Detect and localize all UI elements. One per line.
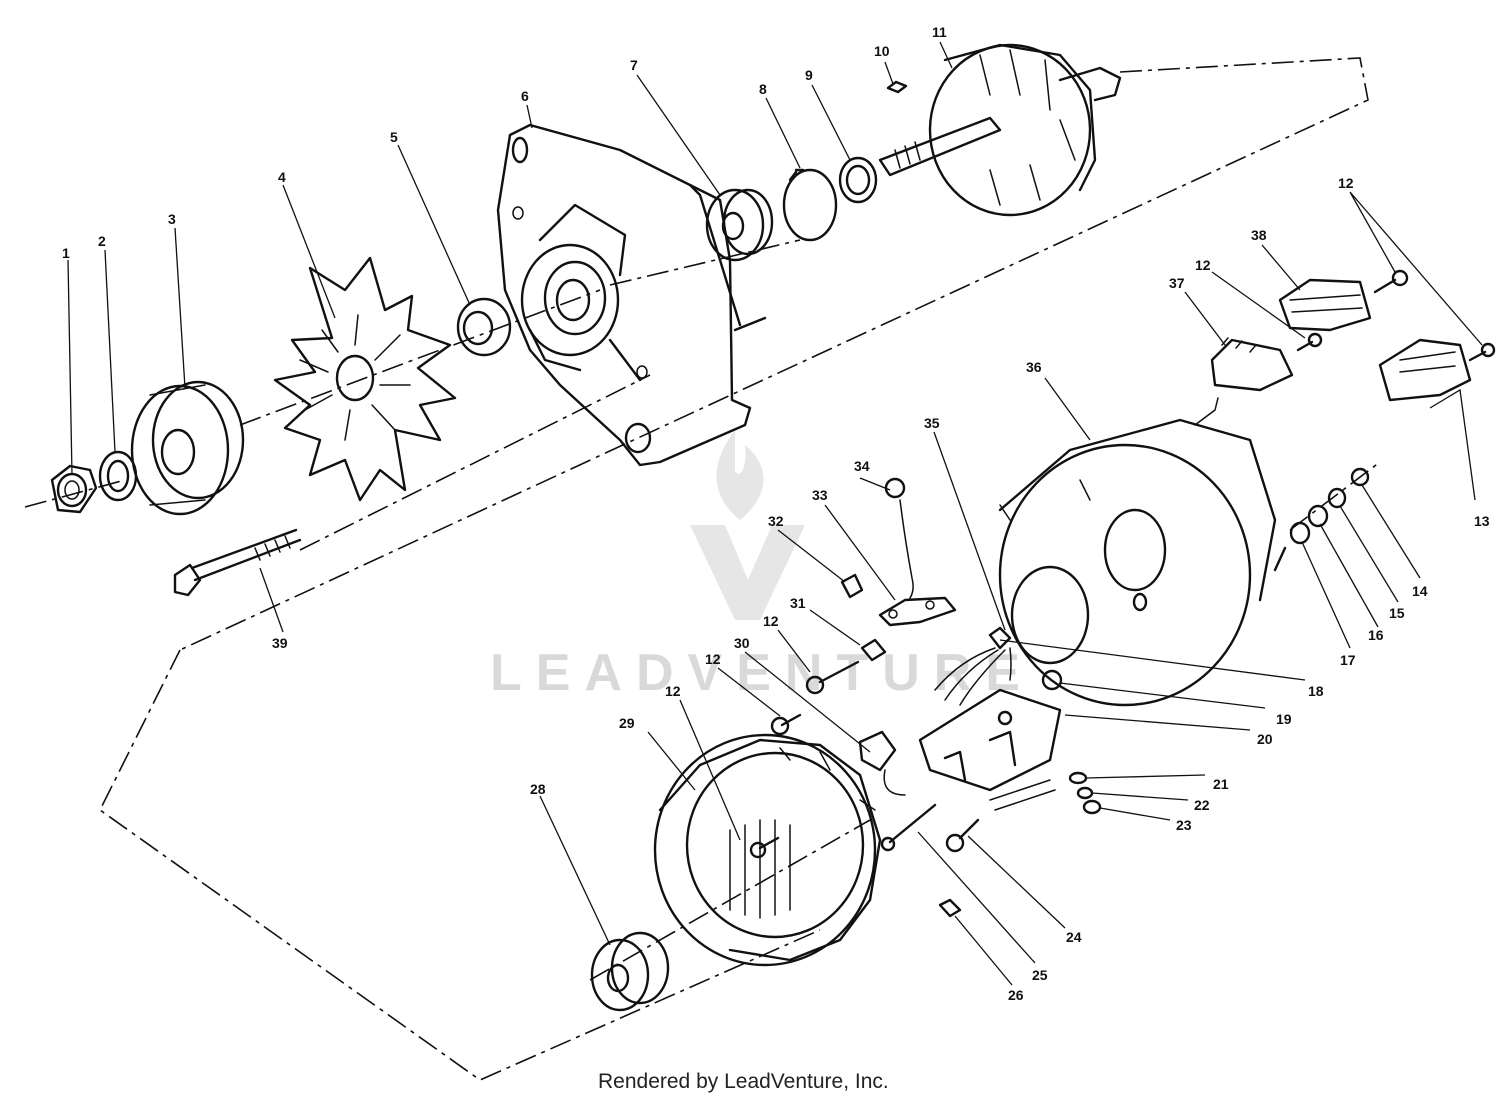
watermark-flame-icon xyxy=(716,430,764,520)
retaining-ring xyxy=(782,168,838,242)
stator xyxy=(653,733,882,967)
terminal-screw-25 xyxy=(880,803,937,852)
callout-label: 33 xyxy=(812,487,828,503)
callout-label: 8 xyxy=(759,81,767,97)
callout-label: 34 xyxy=(854,458,870,474)
callout-label: 12 xyxy=(1338,175,1354,191)
callout-label: 15 xyxy=(1389,605,1405,621)
screw-24 xyxy=(945,818,980,853)
washer-22 xyxy=(1076,786,1094,800)
callout-label: 18 xyxy=(1308,683,1324,699)
lower-assembly-boundary xyxy=(98,649,821,1081)
washer xyxy=(98,450,138,502)
screw-brush-holder xyxy=(1296,332,1323,352)
callout-label: 14 xyxy=(1412,583,1428,599)
diode-trio xyxy=(858,730,906,796)
collar xyxy=(838,156,878,204)
callout-label: 12 xyxy=(705,651,721,667)
insulator-26 xyxy=(938,898,962,918)
washer-21 xyxy=(1068,771,1088,785)
watermark-v-icon xyxy=(690,525,805,620)
through-bolt-axis xyxy=(299,374,651,551)
callout-label: 39 xyxy=(272,635,288,651)
callout-label: 23 xyxy=(1176,817,1192,833)
woodruff-key xyxy=(886,80,908,94)
upper-assembly-boundary xyxy=(179,57,1369,651)
callout-label: 12 xyxy=(763,613,779,629)
callout-label: 3 xyxy=(168,211,176,227)
through-bolt xyxy=(173,528,302,597)
rotor xyxy=(878,43,1122,217)
brush-32 xyxy=(840,573,864,599)
callout-label: 21 xyxy=(1213,776,1229,792)
footer-credit: Rendered by LeadVenture, Inc. xyxy=(598,1070,889,1093)
callout-label: 2 xyxy=(98,233,106,249)
callout-label: 38 xyxy=(1251,227,1267,243)
leader-lines xyxy=(67,41,1483,986)
callout-label: 35 xyxy=(924,415,940,431)
brush-holder xyxy=(1210,337,1294,392)
callout-label: 32 xyxy=(768,513,784,529)
front-housing xyxy=(496,123,767,467)
screw-set xyxy=(749,269,1496,859)
callout-label: 22 xyxy=(1194,797,1210,813)
watermark: LEADVENTURE xyxy=(490,430,1034,702)
nut-14 xyxy=(1350,467,1370,487)
callout-label: 37 xyxy=(1169,275,1185,291)
callout-label: 10 xyxy=(874,43,890,59)
callout-label: 12 xyxy=(1195,257,1211,273)
washer-23 xyxy=(1082,799,1102,815)
screw-bracket-31 xyxy=(805,660,860,695)
callout-label: 28 xyxy=(530,781,546,797)
callout-label: 20 xyxy=(1257,731,1273,747)
washer-16 xyxy=(1307,504,1329,528)
callout-label: 24 xyxy=(1066,929,1082,945)
assembly-outline xyxy=(24,57,1381,1081)
washer-17 xyxy=(1289,521,1311,545)
front-shaft-axis xyxy=(24,239,801,508)
nut-19 xyxy=(1041,669,1063,691)
screw-rectifier xyxy=(749,836,780,859)
callout-label: 1 xyxy=(62,245,70,261)
regulator-screws-axis xyxy=(1289,461,1381,531)
callout-label: 30 xyxy=(734,635,750,651)
clip-31 xyxy=(860,638,887,662)
front-bearing xyxy=(705,188,774,262)
rear-housing xyxy=(998,397,1287,707)
callout-label: 5 xyxy=(390,129,398,145)
washer-15 xyxy=(1327,487,1347,509)
callout-label: 6 xyxy=(521,88,529,104)
callout-label: 25 xyxy=(1032,967,1048,983)
callout-label: 11 xyxy=(932,24,947,40)
pulley xyxy=(130,380,245,516)
rear-bearing xyxy=(590,931,670,1012)
screw-stator xyxy=(770,713,802,736)
regulator-cover xyxy=(1278,278,1372,332)
callout-labels: 1 2 3 4 5 6 7 8 9 10 11 12 12 12 12 12 1… xyxy=(62,24,1490,1003)
callout-label: 16 xyxy=(1368,627,1384,643)
callout-label: 17 xyxy=(1340,652,1356,668)
callout-label: 29 xyxy=(619,715,635,731)
screw-regulator-top xyxy=(1373,269,1409,294)
bracket-33 xyxy=(878,596,957,627)
callout-label: 12 xyxy=(665,683,681,699)
watermark-text: LEADVENTURE xyxy=(490,644,1034,702)
rectifier-bridge xyxy=(918,688,1062,811)
callout-label: 4 xyxy=(278,169,286,185)
lead-wire-34 xyxy=(884,477,914,599)
terminal-35 xyxy=(934,626,1012,706)
callout-label: 13 xyxy=(1474,513,1490,529)
callout-label: 9 xyxy=(805,67,813,83)
callout-label: 36 xyxy=(1026,359,1042,375)
brush-bracket xyxy=(1378,338,1472,402)
fan xyxy=(273,256,457,502)
callout-label: 26 xyxy=(1008,987,1024,1003)
callout-label: 7 xyxy=(630,57,638,73)
screw-bracket-right xyxy=(1468,342,1496,362)
spacer xyxy=(456,297,512,357)
callout-label: 19 xyxy=(1276,711,1292,727)
callout-label: 31 xyxy=(790,595,806,611)
